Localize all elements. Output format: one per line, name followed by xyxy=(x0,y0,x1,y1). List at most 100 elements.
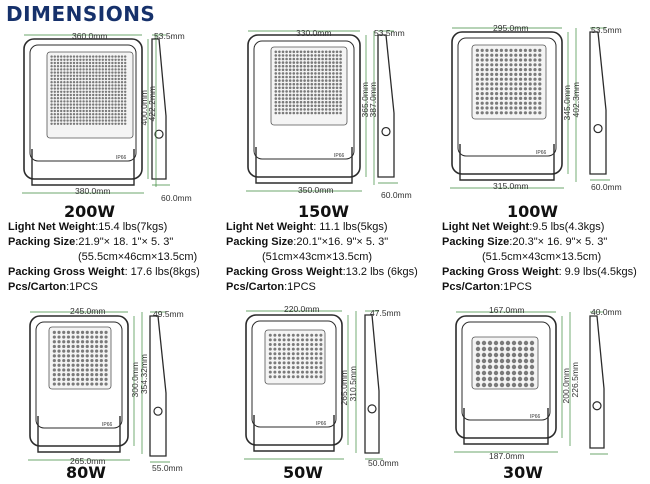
led-dot xyxy=(504,92,508,96)
led-dot xyxy=(493,352,499,358)
gross-weight-value: : 17.6 lbs(8kgs) xyxy=(124,266,200,278)
led-dot xyxy=(79,113,82,116)
led-dot xyxy=(303,68,306,72)
led-dot xyxy=(98,100,101,103)
led-dot xyxy=(301,370,304,374)
led-dot xyxy=(66,358,71,363)
led-dot xyxy=(92,81,95,84)
led-dot xyxy=(504,72,508,76)
led-dot xyxy=(111,84,114,87)
led-dot xyxy=(528,111,532,115)
led-dot xyxy=(292,68,296,72)
led-dot xyxy=(310,352,314,356)
led-dot xyxy=(63,97,66,100)
led-dot xyxy=(499,101,503,105)
led-dot xyxy=(72,93,76,97)
led-dot xyxy=(324,72,328,75)
led-dot xyxy=(56,122,60,126)
led-dot xyxy=(76,349,80,353)
led-dot xyxy=(305,352,309,356)
led-dot xyxy=(120,55,124,58)
led-dot xyxy=(278,50,281,54)
led-dot xyxy=(76,65,79,68)
led-dot xyxy=(305,370,309,374)
led-dot xyxy=(303,100,306,104)
led-dot xyxy=(292,64,296,68)
led-dot xyxy=(321,93,324,97)
led-dot xyxy=(85,93,89,97)
led-dot xyxy=(99,344,103,349)
led-dot xyxy=(268,343,272,346)
led-dot xyxy=(82,116,85,119)
led-dot xyxy=(475,96,479,100)
led-dot xyxy=(339,64,342,68)
led-dot xyxy=(475,58,479,62)
led-dot xyxy=(274,104,278,108)
led-dot xyxy=(475,106,479,110)
dim-side-bottom-50: 50.0mm xyxy=(368,458,399,468)
led-dot xyxy=(274,50,278,54)
led-dot xyxy=(523,382,529,388)
led-dot xyxy=(495,58,499,62)
led-dot xyxy=(111,93,114,97)
led-dot xyxy=(317,82,321,86)
led-dot xyxy=(319,356,323,360)
led-dot xyxy=(519,63,523,67)
led-dot xyxy=(292,111,296,115)
led-dot xyxy=(288,100,292,104)
led-dot xyxy=(62,354,66,358)
led-dot xyxy=(76,87,79,90)
led-dot xyxy=(314,61,317,64)
led-dot xyxy=(538,96,542,100)
led-dot xyxy=(529,376,535,382)
led-dot xyxy=(104,330,108,334)
led-dot xyxy=(57,373,61,377)
led-dot xyxy=(528,48,532,53)
led-dot xyxy=(80,330,85,334)
led-dot xyxy=(98,74,101,78)
led-dot xyxy=(509,111,513,115)
led-dot xyxy=(72,71,76,74)
led-dot xyxy=(124,122,127,126)
led-dot xyxy=(281,97,285,100)
led-dot xyxy=(274,72,278,75)
led-dot xyxy=(274,64,278,68)
led-dot xyxy=(66,109,69,113)
led-dot xyxy=(85,100,89,103)
led-dot xyxy=(53,77,56,81)
led-dot xyxy=(529,352,535,358)
led-dot xyxy=(66,119,69,122)
led-dot xyxy=(92,71,95,74)
led-dot xyxy=(114,84,117,87)
led-dot xyxy=(114,74,117,78)
led-dot xyxy=(529,340,535,346)
led-dot xyxy=(56,61,60,65)
housing-frame-80 xyxy=(35,321,123,429)
led-dot xyxy=(485,87,489,91)
led-dot xyxy=(114,122,117,126)
led-dot xyxy=(495,53,499,57)
led-dot xyxy=(499,106,503,110)
led-dot xyxy=(268,347,272,351)
led-dot xyxy=(111,58,114,61)
led-dot xyxy=(63,103,66,106)
led-dot xyxy=(72,65,76,68)
led-dot xyxy=(111,71,114,74)
led-dot xyxy=(117,90,121,94)
led-dot xyxy=(475,370,481,376)
led-dot xyxy=(339,90,342,93)
led-dot xyxy=(538,63,542,67)
led-dot xyxy=(124,77,127,81)
led-dot xyxy=(475,82,479,86)
led-dot xyxy=(274,75,278,79)
led-dot xyxy=(76,358,80,363)
led-dot xyxy=(63,68,66,71)
led-dot xyxy=(281,68,285,72)
led-dot xyxy=(499,63,503,67)
led-dot xyxy=(71,335,75,339)
net-weight-label: Light Net Weight xyxy=(442,221,530,233)
led-dot xyxy=(485,82,489,86)
led-dot xyxy=(310,370,314,374)
led-dot xyxy=(339,79,342,82)
led-dot xyxy=(504,58,508,62)
